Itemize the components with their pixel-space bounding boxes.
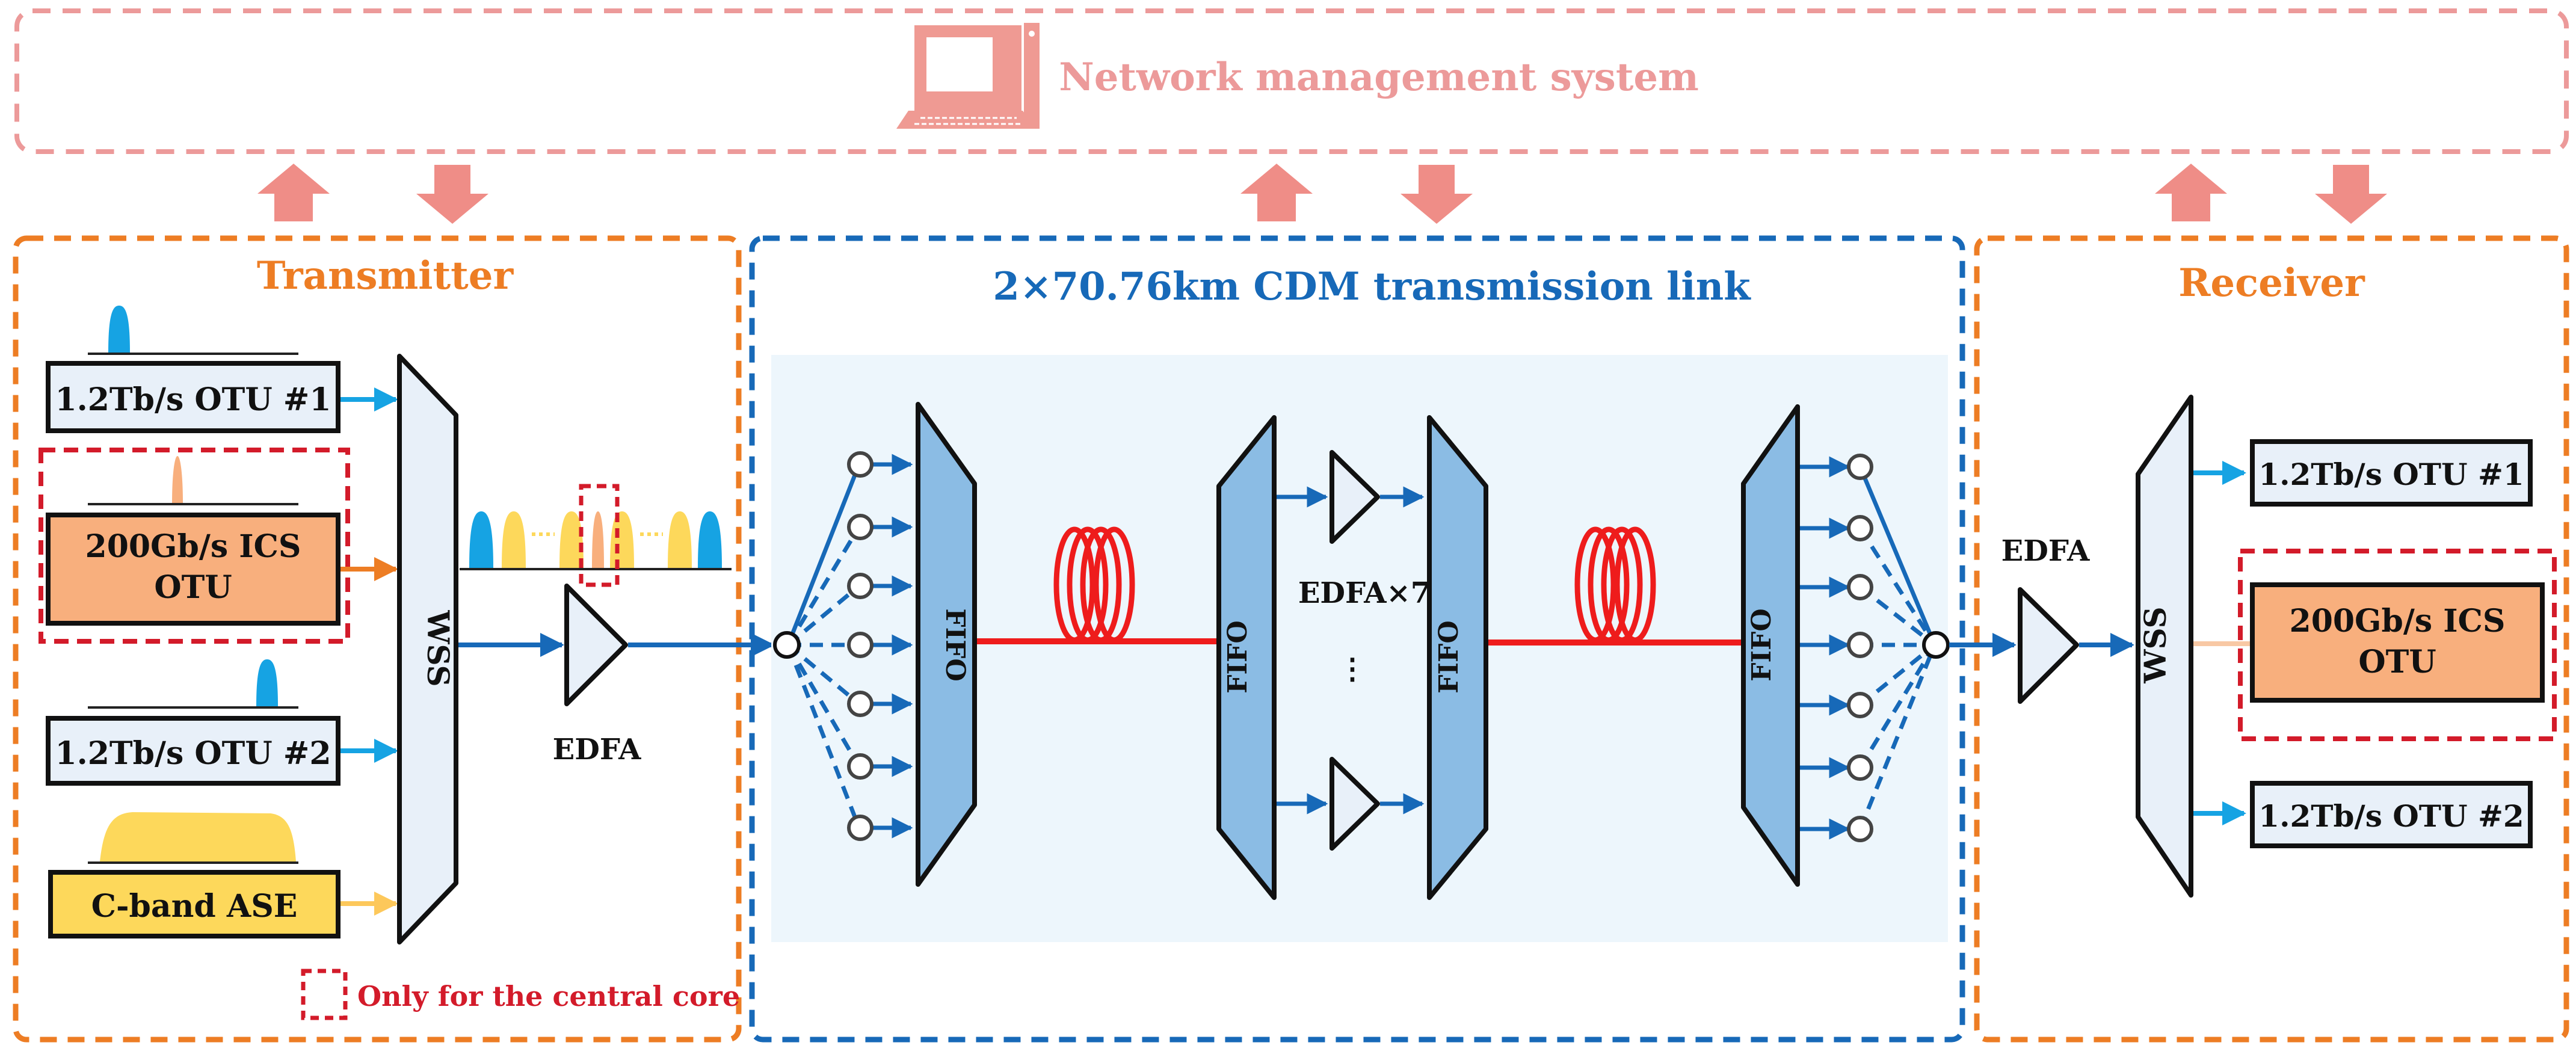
central-core-legend-marker	[301, 969, 348, 1020]
tx-ics-label-line2: OTU	[154, 569, 232, 606]
tx-ics-label-line1: 200Gb/s ICS	[85, 528, 301, 565]
ics-spectrum	[88, 456, 298, 505]
fifo-1-label: FIFO	[940, 608, 970, 681]
transmitter: 1.2Tb/s OTU #1 200Gb/s ICS OTU 1.2Tb/s O…	[39, 306, 775, 1020]
tx-ics-otu-box: 200Gb/s ICS OTU	[46, 513, 340, 626]
nms-control-arrows	[257, 164, 2387, 224]
rx-ics-label-line2: OTU	[2358, 644, 2436, 680]
link-title: 2×70.76km CDM transmission link	[993, 264, 1751, 309]
link-up-arrow	[1240, 164, 1313, 221]
ase-spectrum	[88, 812, 298, 864]
tx-ase-box: C-band ASE	[48, 870, 340, 938]
rx-ics-otu-box: 200Gb/s ICS OTU	[2250, 582, 2545, 703]
rx-otu2-label: 1.2Tb/s OTU #2	[2258, 798, 2524, 834]
transmitter-panel	[13, 235, 742, 1043]
rx-wss-label: WSS	[2137, 606, 2173, 683]
tx-up-arrow	[257, 164, 330, 221]
tx-central-core-marker	[39, 448, 350, 644]
transmission-link: FIFO FIFO EDFA×7 ⋮ FIFO	[771, 355, 1950, 942]
fifo-4: FIFO	[1741, 404, 1800, 887]
fifo-3: FIFO	[1427, 415, 1488, 900]
receiver: EDFA WSS 1.2Tb/s OTU #1 200Gb/s ICS OTU …	[1949, 395, 2557, 898]
receiver-panel	[1974, 235, 2569, 1043]
fifo-4-label: FIFO	[1746, 608, 1777, 681]
tx-wss: WSS	[397, 354, 458, 945]
central-core-note: Only for the central core	[357, 980, 740, 1012]
rx-down-arrow	[2315, 165, 2387, 224]
edfa-ellipsis: ⋮	[1338, 652, 1367, 686]
right-fanin	[1800, 454, 1950, 842]
otu2-spectrum	[88, 659, 298, 709]
rx-edfa	[2018, 587, 2079, 704]
rx-wss: WSS	[2136, 395, 2193, 898]
tx-edfa	[564, 584, 628, 706]
transmitter-title: Transmitter	[257, 253, 514, 298]
fifo-1: FIFO	[916, 402, 977, 887]
inline-edfa-bottom	[1330, 757, 1380, 851]
fifo-2-label: FIFO	[1222, 620, 1253, 693]
fifo-2: FIFO	[1216, 415, 1277, 900]
receiver-title: Receiver	[2178, 260, 2365, 306]
network-management-system: Network management system	[14, 8, 2569, 154]
fiber-coil-1	[1053, 526, 1135, 643]
left-fanout	[773, 451, 913, 841]
rx-otu1-label: 1.2Tb/s OTU #1	[2258, 457, 2524, 492]
tx-edfa-label: EDFA	[553, 733, 641, 766]
fifo-3-label: FIFO	[1434, 620, 1464, 693]
nms-title: Network management system	[1059, 55, 1699, 100]
tx-ase-label: C-band ASE	[91, 888, 298, 925]
tx-otu1-box: 1.2Tb/s OTU #1	[46, 361, 340, 433]
link-down-arrow	[1400, 165, 1473, 224]
computer-icon	[896, 20, 1042, 131]
rx-otu2-box: 1.2Tb/s OTU #2	[2250, 781, 2533, 848]
tx-combined-spectrum	[460, 484, 732, 587]
tx-otu1-label: 1.2Tb/s OTU #1	[55, 381, 331, 418]
tx-otu2-box: 1.2Tb/s OTU #2	[46, 716, 340, 786]
tx-otu2-label: 1.2Tb/s OTU #2	[55, 735, 331, 772]
fiber-coil-2	[1574, 526, 1656, 643]
inline-edfa-top	[1330, 450, 1380, 544]
otu1-spectrum	[88, 306, 298, 355]
rx-edfa-label: EDFA	[2001, 534, 2090, 568]
rx-otu1-box: 1.2Tb/s OTU #1	[2250, 439, 2533, 507]
rx-ics-label-line1: 200Gb/s ICS	[2290, 603, 2506, 639]
tx-down-arrow	[416, 165, 488, 224]
tx-wss-label: WSS	[421, 609, 456, 686]
edfa-x7-label: EDFA×7	[1298, 576, 1431, 610]
rx-up-arrow	[2155, 164, 2227, 221]
